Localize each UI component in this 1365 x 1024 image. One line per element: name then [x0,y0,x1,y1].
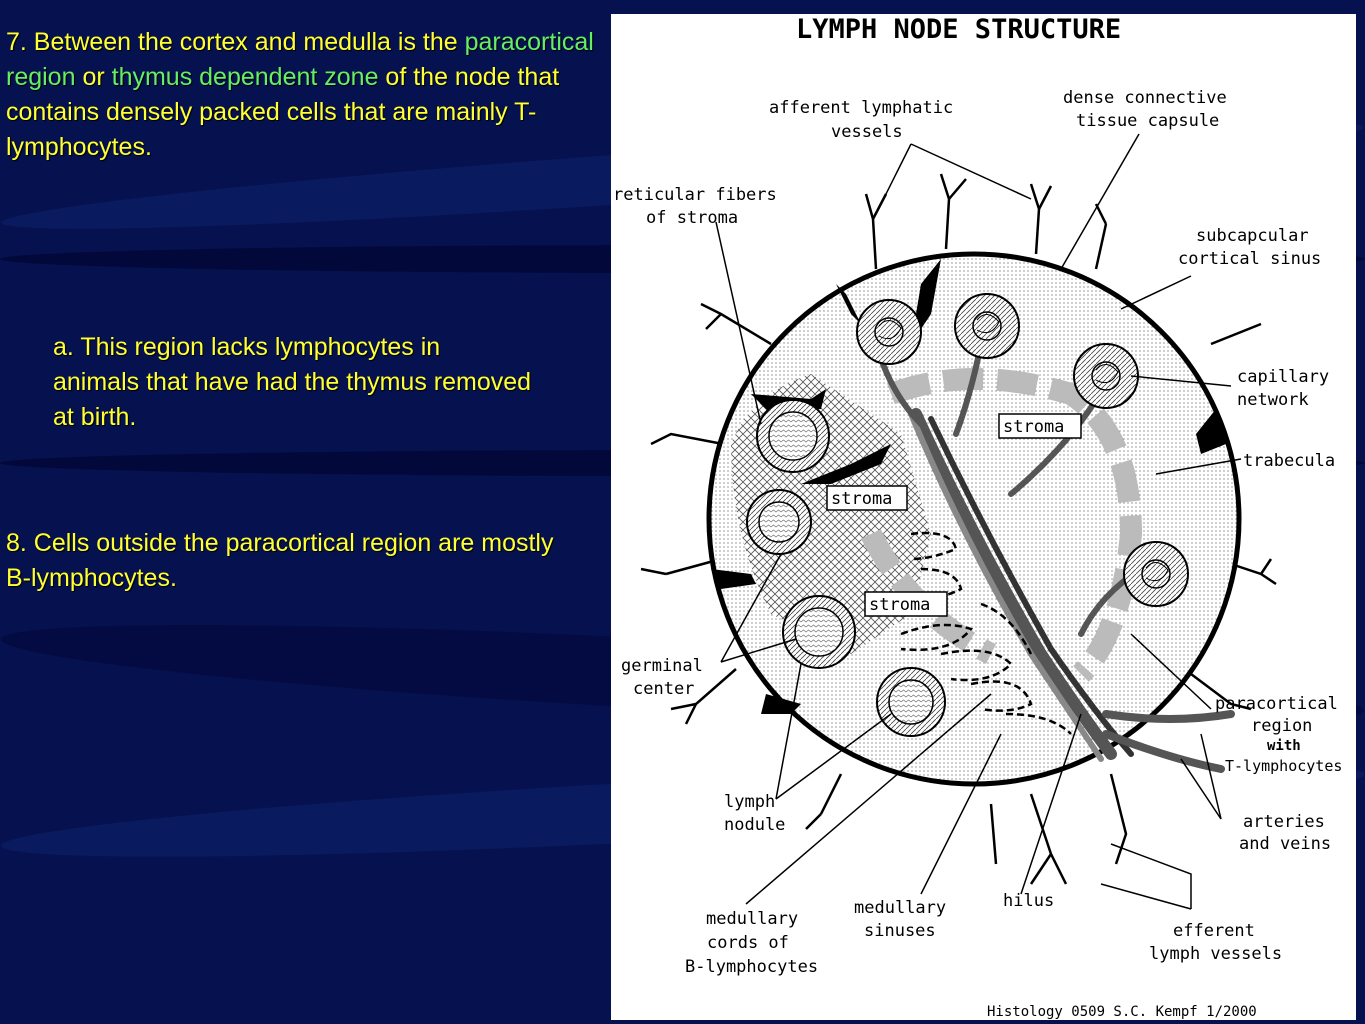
stroma-label: stroma [869,595,930,615]
capillary-nodule [1123,541,1189,607]
stroma-box [864,591,948,617]
label-line: vessels [831,122,903,142]
lymph-nodule [756,399,830,473]
stroma-box [998,413,1082,439]
label-arteries-veins: arteries and veins [1239,812,1335,854]
term-thymus-dependent-zone: thymus dependent zone [111,63,379,91]
point-7-text: 7. Between the cortex and medulla is the… [6,25,596,165]
lymph-nodules [746,293,1189,737]
label-afferent-vessels: afferent lymphatic vessels [769,98,963,142]
label-line: subcapcular [1196,226,1309,246]
label-line: medullary [854,898,946,918]
label-efferent-vessels: efferent lymph vessels [1149,921,1282,964]
label-line: reticular fibers [613,185,777,205]
lymph-nodule [782,595,856,669]
label-trabecula: trabecula [1243,451,1335,471]
capillary-nodule [1073,343,1139,409]
term-paracortical-region: paracortical region [6,28,594,91]
label-line: tissue capsule [1076,111,1219,131]
label-line: dense connective [1063,88,1227,108]
label-medullary-cords: medullary cords of B-lymphocytes [685,909,818,977]
label-line: capillary [1237,367,1329,387]
label-line: efferent [1173,921,1255,941]
label-line: medullary [706,909,798,929]
label-line: cortical sinus [1178,249,1321,269]
label-line: afferent lymphatic [769,98,953,118]
diagram-title: LYMPH NODE STRUCTURE [796,14,1121,45]
label-reticular-fibers: reticular fibers of stroma [613,185,787,228]
label-germinal-center: germinal center [621,656,713,699]
label-line: lymph vessels [1149,944,1282,964]
label-capsule: dense connective tissue capsule [1063,88,1237,131]
label-line: sinuses [864,921,936,941]
label-lymph-nodule: lymph nodule [724,792,785,835]
label-subcapsular-sinus: subcapcular cortical sinus [1178,226,1321,269]
label-medullary-sinuses: medullary sinuses [854,898,956,941]
stroma-label: stroma [1003,417,1064,437]
capillary-nodule [954,293,1020,359]
lymph-node-diagram: LYMPH NODE STRUCTURE [611,14,1356,1020]
lymph-node-svg: LYMPH NODE STRUCTURE [613,14,1348,1020]
label-line: T-lymphocytes [1225,757,1342,775]
label-line: nodule [724,815,785,835]
label-line: arteries [1243,812,1325,832]
point-7-prefix: 7. Between the cortex and medulla is the [6,28,465,56]
label-line: paracortical [1215,694,1338,714]
label-hilus: hilus [1003,891,1054,911]
label-line: of stroma [646,208,738,228]
label-capillary-network: capillary network [1237,367,1339,410]
capillary-nodule [856,299,922,365]
label-line: center [633,679,694,699]
label-line: cords of [707,933,789,953]
label-line: germinal [621,656,703,676]
stroma-box [826,485,908,511]
label-line: with [1267,738,1301,754]
diagram-credit: Histology 0509 S.C. Kempf 1/2000 [987,1004,1257,1020]
hilus-vessels [908,408,1235,773]
lymph-nodule [746,489,812,555]
point-8-text: 8. Cells outside the paracortical region… [6,529,554,592]
label-paracortical-region: paracortical region with T-lymphocytes [1215,694,1348,775]
label-line: and veins [1239,834,1331,854]
label-line: region [1251,716,1312,736]
label-line: network [1237,390,1309,410]
label-line: B-lymphocytes [685,957,818,977]
leader-lines [715,133,1242,910]
point-7a-text: a. This region lacks lymphocytes in anim… [53,333,532,431]
medullary-cords [900,531,1072,735]
point-7-suffix: of the node that contains densely packed… [6,63,560,161]
label-line: lymph [724,792,775,812]
stroma-label: stroma [831,489,892,509]
lymph-nodule [876,667,946,737]
point-7-mid: or [75,63,112,91]
